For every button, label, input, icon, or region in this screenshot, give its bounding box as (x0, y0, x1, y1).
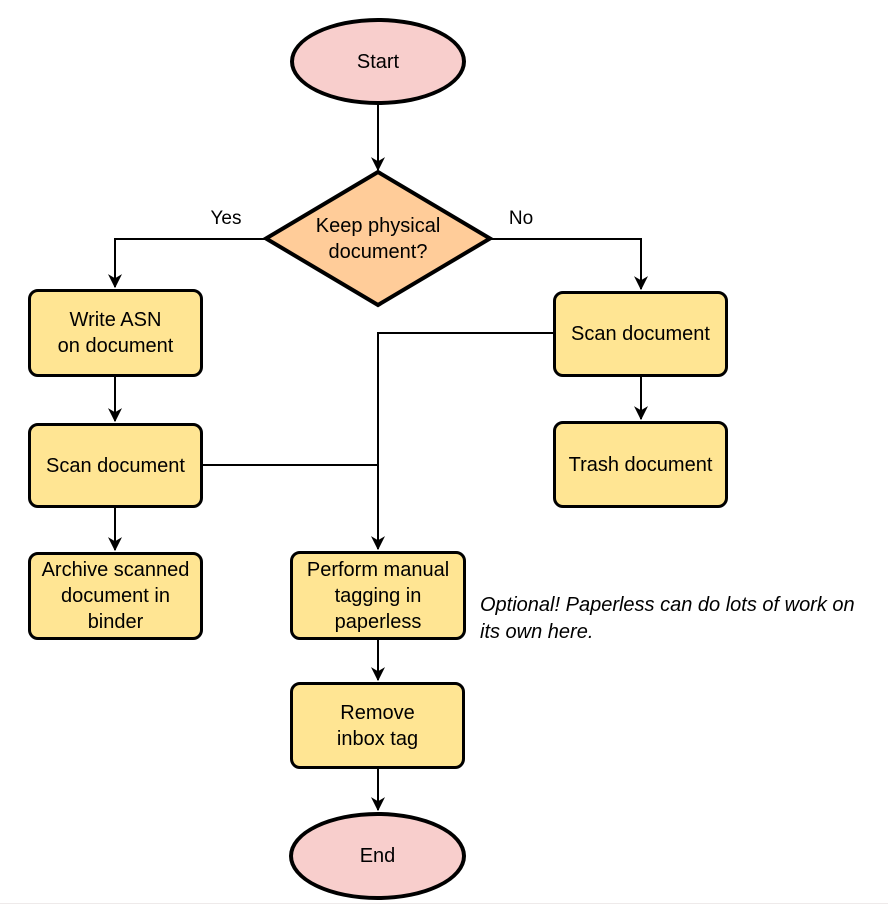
node-end: End (289, 812, 466, 900)
edge-decision-no-to-scan-right (490, 238, 648, 291)
node-label: Archive scanned document in binder (41, 559, 190, 633)
edge-scan-right-to-tagging (371, 332, 553, 551)
annotation-optional-note: Optional! Paperless can do lots of work … (480, 594, 855, 643)
node-label: Perform manual tagging in paperless (306, 558, 450, 633)
page-bottom-divider (0, 903, 888, 904)
node-write-asn: Write ASN on document (28, 289, 203, 377)
node-label: Remove inbox tag (336, 701, 419, 750)
node-label: Start (356, 50, 400, 73)
node-scan-document-right: Scan document (553, 291, 728, 377)
node-decision-keep-physical: Keep physical document? (266, 172, 490, 305)
edge-decision-yes-to-write-asn (108, 238, 266, 289)
node-label: Trash document (568, 453, 713, 476)
edge-label-yes: Yes (210, 208, 242, 229)
node-label: Keep physical document? (315, 214, 441, 263)
node-label: End (359, 845, 396, 867)
node-scan-document-left: Scan document (28, 423, 203, 508)
node-trash-document: Trash document (553, 421, 728, 508)
node-perform-tagging: Perform manual tagging in paperless (290, 551, 466, 640)
node-archive-binder: Archive scanned document in binder (28, 552, 203, 640)
node-remove-inbox-tag: Remove inbox tag (290, 682, 465, 769)
node-label: Write ASN on document (57, 309, 174, 357)
edge-label-no: No (508, 208, 534, 229)
decision-diamond-shape (262, 169, 494, 308)
node-label: Scan document (46, 454, 185, 477)
node-start: Start (290, 18, 466, 105)
node-label: Scan document (571, 323, 710, 345)
